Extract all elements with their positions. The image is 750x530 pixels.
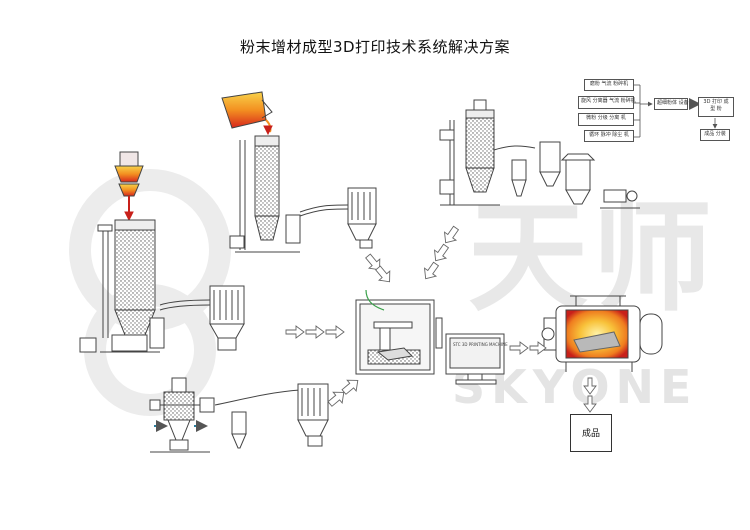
mill-unit-bottom (149, 377, 329, 453)
finished-product-box: 成品 (570, 414, 612, 452)
diagram-title: 粉末增材成型3D打印技术系统解决方案 (239, 38, 511, 56)
sintering-furnace (541, 295, 663, 372)
spray-tower-center (221, 91, 377, 253)
flowchart-connectors (634, 84, 718, 138)
3d-printer (355, 289, 505, 385)
flowchart-box-print-powder: 3D 打印 成型 粉 (698, 97, 734, 117)
spray-tower-right (439, 99, 640, 209)
flowchart-box-3: 微粉 分级 分离 机 (578, 113, 634, 126)
flowchart-box-middle: 超细粉体 设备 (654, 98, 689, 110)
printer-screen-label: STC 3D PRINTING MACHINE (453, 342, 508, 347)
spray-tower-left (79, 151, 245, 353)
flowchart-box-bottom: 成品 分装 (700, 129, 730, 141)
flowchart-box-2: 旋风 分离器 气流 粉碎机 (578, 96, 636, 109)
flowchart-box-1: 磨粉 气流 粉碎机 (584, 79, 634, 91)
flowchart-box-4: 循环 脉冲 除尘 机 (584, 130, 634, 142)
flow-arrows (285, 225, 597, 413)
